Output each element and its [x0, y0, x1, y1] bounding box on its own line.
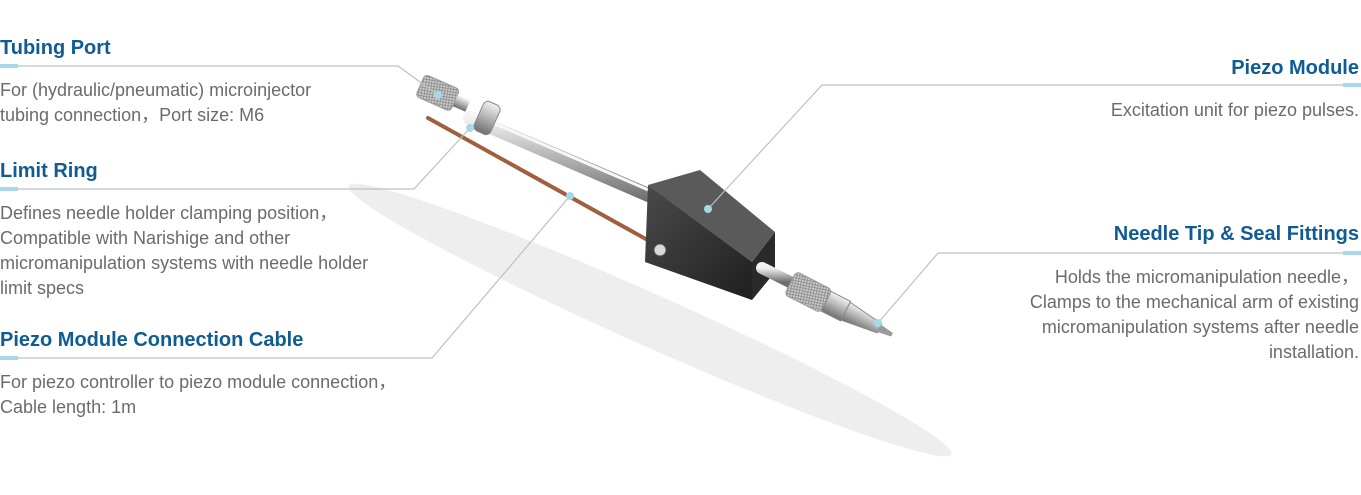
cable-title: Piezo Module Connection Cable — [0, 329, 304, 351]
needle-tip-shape — [756, 262, 893, 337]
rod-highlight — [468, 111, 662, 197]
cable-description: For piezo controller to piezo module con… — [0, 370, 396, 420]
needle-tip-line-1: Holds the micromanipulation needle， — [1054, 267, 1359, 287]
dot-needle-tip — [874, 319, 882, 327]
dot-piezo-module — [704, 205, 712, 213]
needle-tip-line-3: micromanipulation systems after needle — [1041, 317, 1359, 337]
tubing-port-description: For (hydraulic/pneumatic) microinjector … — [0, 78, 311, 128]
tubing-port-tick — [0, 64, 18, 68]
tubing-port-line-1: For (hydraulic/pneumatic) microinjector — [0, 80, 312, 100]
needle-tip-line-2: Clamps to the mechanical arm of existing — [1029, 292, 1359, 312]
limit-ring-shape — [473, 100, 501, 136]
dot-cable — [566, 192, 574, 200]
tubing-port-title: Tubing Port — [0, 37, 111, 59]
leader-limit-ring — [0, 127, 471, 190]
piezo-module-tick — [1343, 83, 1361, 87]
leader-dots — [434, 91, 882, 327]
ground-shadow — [348, 183, 952, 457]
limit-ring-line-3: micromanipulation systems with needle ho… — [0, 253, 369, 273]
piezo-module-line-1: Excitation unit for piezo pulses. — [1110, 100, 1359, 120]
dot-limit-ring — [466, 124, 474, 132]
leader-lines — [0, 65, 1361, 359]
limit-ring-title: Limit Ring — [0, 160, 98, 182]
cable-line-1: For piezo controller to piezo module con… — [0, 372, 397, 392]
limit-ring-description: Defines needle holder clamping position，… — [0, 201, 368, 301]
needle-tip-tick — [1343, 251, 1361, 255]
piezo-module-description: Excitation unit for piezo pulses. — [1111, 98, 1359, 123]
limit-ring-line-1: Defines needle holder clamping position， — [0, 203, 338, 223]
cable-shape — [426, 116, 664, 250]
tubing-port-shape — [416, 74, 471, 112]
limit-ring-line-4: limit specs — [0, 278, 85, 298]
needle-tip-title: Needle Tip & Seal Fittings — [1113, 223, 1359, 245]
limit-ring-tick — [0, 187, 18, 191]
leader-cable — [0, 195, 571, 359]
limit-ring-line-2: Compatible with Narishige and other — [0, 228, 291, 248]
cable-line-2: Cable length: 1m — [0, 397, 137, 417]
leader-tubing-port — [0, 65, 439, 96]
rod-shape — [463, 111, 667, 207]
piezo-module-shape — [645, 170, 775, 300]
tubing-port-line-2: tubing connection，Port size: M6 — [0, 105, 265, 125]
leader-piezo-module — [707, 84, 1361, 210]
dot-tubing-port — [434, 91, 442, 99]
needle-tip-description: Holds the micromanipulation needle， Clam… — [1030, 265, 1359, 365]
needle-tip-line-4: installation. — [1268, 342, 1359, 362]
leader-needle-tip — [877, 252, 1361, 324]
piezo-module-title: Piezo Module — [1231, 57, 1359, 79]
cable-tick — [0, 356, 18, 360]
